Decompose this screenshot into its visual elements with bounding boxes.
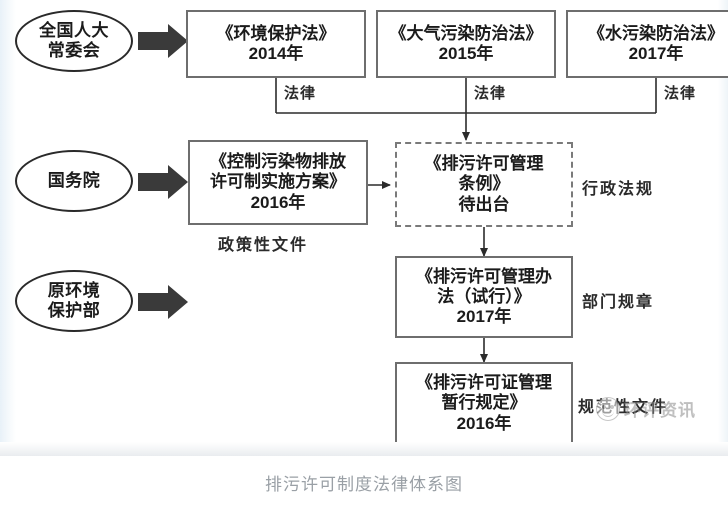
figure-caption: 排污许可制度法律体系图 (265, 475, 463, 494)
law-box-environmental-protection-label: 《环境保护法》 2014年 (216, 23, 336, 63)
category-label-administrative-regulation: 行政法规 (582, 179, 655, 198)
law-bus-wires (275, 78, 657, 114)
law-box-water-pollution-label: 《水污染防治法》 2017年 (588, 23, 724, 63)
law-box-environmental-protection[interactable]: 《环境保护法》 2014年 (186, 10, 366, 78)
category-label-departmental-rule: 部门规章 (582, 292, 655, 311)
document-box-regulation-label: 《排污许可管理 条例》 待出台 (424, 154, 544, 214)
thick-arrow-state-council (138, 165, 188, 199)
document-box-measures[interactable]: 《排污许可管理办 法（试行）》 2017年 (395, 256, 573, 338)
thick-arrow-npc (138, 24, 188, 58)
law-box-air-pollution[interactable]: 《大气污染防治法》 2015年 (376, 10, 556, 78)
actor-npc-label: 全国人大 常委会 (39, 20, 109, 60)
actor-state-council-label: 国务院 (47, 170, 101, 190)
document-box-regulation[interactable]: 《排污许可管理 条例》 待出台 (395, 142, 573, 227)
document-box-scheme-label: 《控制污染物排放 许可制实施方案》 2016年 (210, 152, 346, 212)
category-label-policy-document: 政策性文件 (218, 235, 309, 254)
edge-label-law-3: 法律 (664, 84, 697, 102)
document-box-scheme[interactable]: 《控制污染物排放 许可制实施方案》 2016年 (188, 140, 368, 225)
edge-label-law-2: 法律 (474, 84, 507, 102)
law-box-water-pollution[interactable]: 《水污染防治法》 2017年 (566, 10, 728, 78)
thick-arrow-mep (138, 285, 188, 319)
actor-mep[interactable]: 原环境 保护部 (15, 270, 133, 332)
document-box-interim[interactable]: 《排污许可证管理 暂行规定》 2016年 (395, 362, 573, 445)
paper-tint-bottom (0, 442, 728, 456)
actor-npc[interactable]: 全国人大 常委会 (15, 10, 133, 72)
edge-label-law-1: 法律 (284, 84, 317, 102)
law-box-air-pollution-label: 《大气污染防治法》 2015年 (389, 23, 543, 63)
paper-tint-left (0, 0, 16, 456)
actor-mep-label: 原环境 保护部 (47, 280, 101, 320)
diagram-canvas: 全国人大 常委会 国务院 原环境 保护部 《环境保护法》 2014年 《大气污染… (0, 0, 728, 456)
actor-state-council[interactable]: 国务院 (15, 150, 133, 212)
document-box-measures-label: 《排污许可管理办 法（试行）》 2017年 (416, 266, 552, 327)
category-label-normative-document: 规范性文件 (578, 397, 669, 416)
document-box-interim-label: 《排污许可证管理 暂行规定》 2016年 (416, 373, 552, 433)
